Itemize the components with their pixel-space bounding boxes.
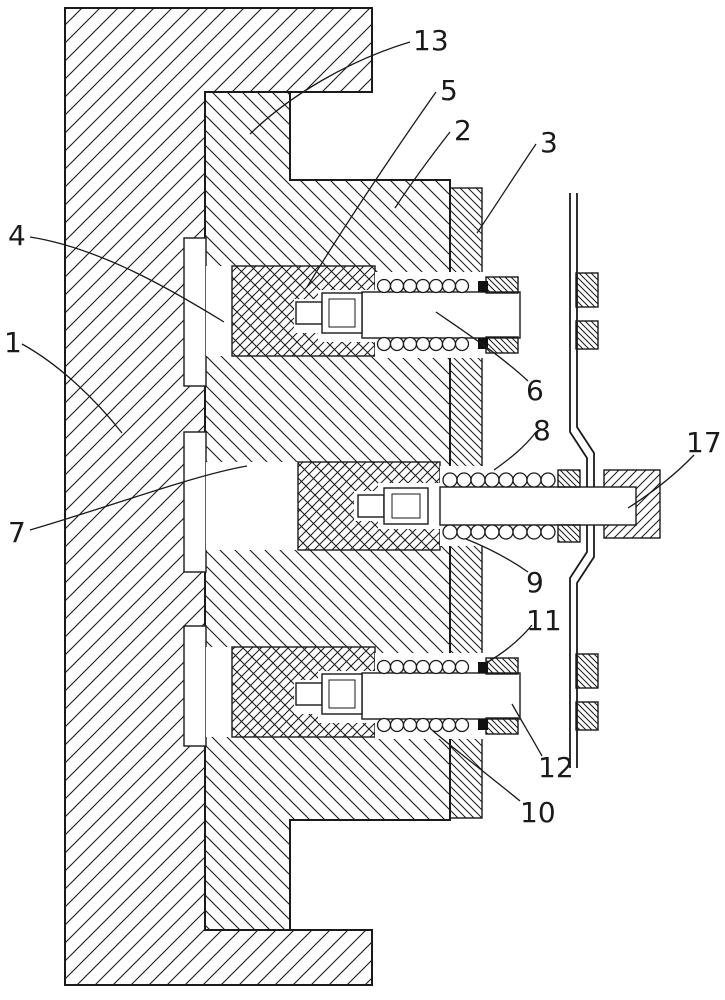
guide-sleeve-upper <box>485 276 519 294</box>
ref-3-leader <box>476 143 537 234</box>
bolt-head-detail <box>328 298 356 328</box>
ref-5-group: 5 <box>306 74 458 288</box>
plunger-assembly-middle <box>206 461 661 551</box>
bolt-head-detail <box>391 493 421 519</box>
ref-9-label: 9 <box>526 566 544 599</box>
strip-block-top-lower <box>575 320 599 350</box>
backing-strip-top <box>183 237 207 387</box>
ref-12-group: 12 <box>511 703 574 784</box>
ref-9-leader <box>465 538 529 573</box>
ref-9-group: 9 <box>465 538 544 599</box>
ref-1-group: 1 <box>4 326 123 434</box>
spring-bottom <box>376 659 470 733</box>
guide-sleeve-lower <box>557 524 581 543</box>
seal-ring-lower <box>478 338 488 349</box>
ref-5-leader <box>306 91 437 288</box>
backing-strip-middle <box>183 431 207 573</box>
backing-strip-bottom <box>183 625 207 747</box>
guide-sleeve-lower <box>485 717 519 735</box>
cavity-gap <box>206 462 298 550</box>
ref-12-label: 12 <box>538 751 574 784</box>
bolt-shaft <box>295 301 323 325</box>
bolt-shaft <box>357 494 385 518</box>
ref-5-label: 5 <box>440 74 458 107</box>
ref-8-leader <box>493 431 537 471</box>
ref-2-leader <box>394 131 451 209</box>
ref-4-leader <box>29 236 225 323</box>
bolt-head <box>383 487 429 525</box>
seal-ring-upper <box>478 662 488 673</box>
ref-7-group: 7 <box>8 465 248 549</box>
plunger-body-middle <box>439 486 637 526</box>
cavity-gap <box>206 266 232 356</box>
ref-2-label: 2 <box>454 114 472 147</box>
bolt-shaft <box>295 682 323 706</box>
ref-8-label: 8 <box>533 414 551 447</box>
ref-11-leader <box>485 624 533 664</box>
ref-7-label: 7 <box>8 516 26 549</box>
ref-6-group: 6 <box>435 311 544 407</box>
ref-1-label: 1 <box>4 326 22 359</box>
plunger-assembly-bottom <box>206 646 521 739</box>
seal-ring-upper <box>478 281 488 292</box>
ref-10-group: 10 <box>432 730 556 829</box>
ref-11-label: 11 <box>526 604 562 637</box>
guide-sleeve-upper <box>557 469 581 488</box>
bolt-head-detail <box>328 679 356 709</box>
cavity-gap <box>206 647 232 737</box>
ref-3-label: 3 <box>540 126 558 159</box>
strip-block-bottom-lower <box>575 701 599 731</box>
ref-3-group: 3 <box>476 126 558 234</box>
ref-13-group: 13 <box>249 24 449 135</box>
ref-4-label: 4 <box>8 219 26 252</box>
ref-17-label: 17 <box>686 426 722 459</box>
ref-6-leader <box>435 311 529 382</box>
ref-10-leader <box>432 730 521 802</box>
ref-17-group: 17 <box>627 426 722 509</box>
spring-middle <box>442 472 556 540</box>
ref-13-leader <box>249 41 411 135</box>
ref-2-group: 2 <box>394 114 472 209</box>
ref-1-leader <box>21 343 123 434</box>
ref-12-leader <box>511 703 543 757</box>
plunger-body-bottom <box>361 672 521 720</box>
ref-8-group: 8 <box>493 414 551 471</box>
strip-block-top-upper <box>575 272 599 308</box>
ref-17-leader <box>627 454 695 509</box>
seal-ring-lower <box>478 719 488 730</box>
strip-block-bottom-upper <box>575 653 599 689</box>
plunger-assembly-top <box>206 265 521 358</box>
ref-13-label: 13 <box>413 24 449 57</box>
ref-10-label: 10 <box>520 796 556 829</box>
ref-4-group: 4 <box>8 219 225 323</box>
spring-top <box>376 278 470 352</box>
ref-11-group: 11 <box>485 604 562 664</box>
ref-6-label: 6 <box>526 374 544 407</box>
ref-7-leader <box>29 465 248 531</box>
